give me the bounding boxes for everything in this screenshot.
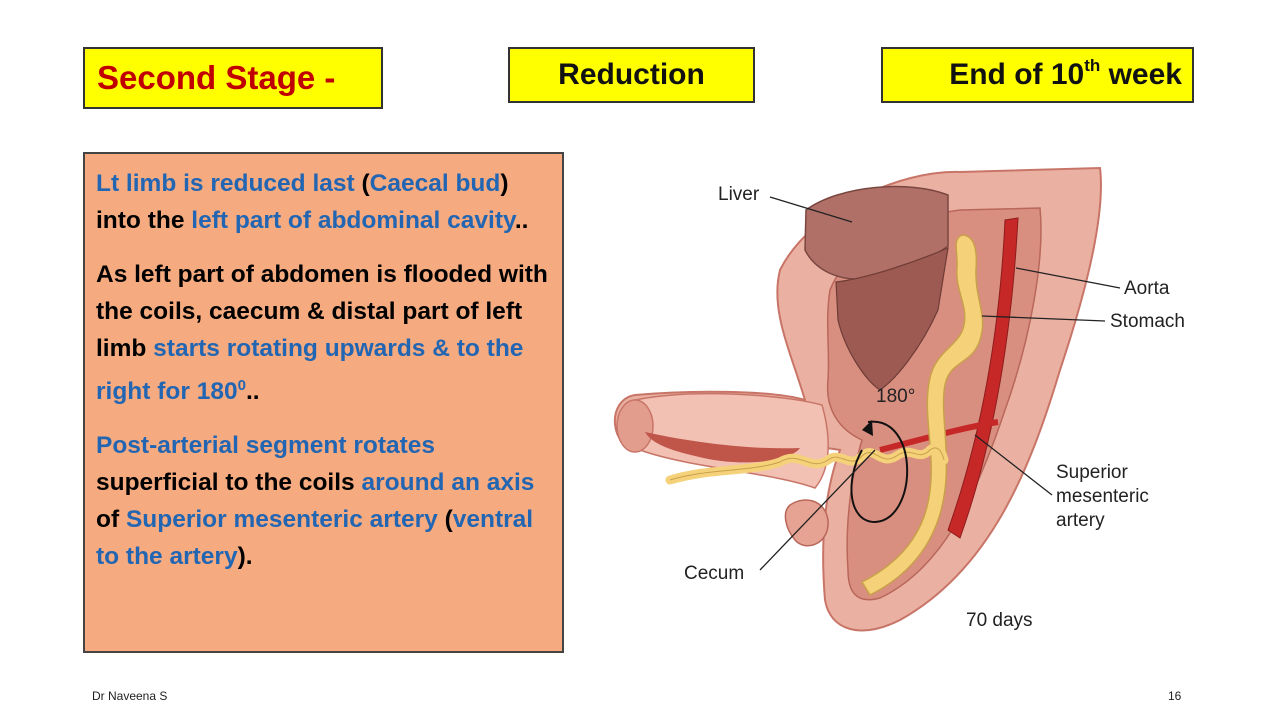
text-segment: ( [355, 170, 370, 197]
text-segment: Lt limb is reduced last [96, 170, 355, 197]
timing-heading: End of 10th week [881, 47, 1194, 103]
text-segment: of [96, 506, 126, 533]
text-segment: left part of abdominal cavity [191, 207, 515, 234]
text-segment: Superior mesenteric artery [126, 506, 438, 533]
timing-heading-text: End of 10th week [949, 58, 1182, 92]
label-aorta: Aorta [1124, 278, 1170, 299]
paragraph-rotation: As left part of abdomen is flooded with … [96, 256, 552, 410]
label-stomach: Stomach [1110, 311, 1185, 332]
label-sma-line1: Superior [1056, 462, 1128, 483]
timing-superscript: th [1084, 56, 1100, 75]
text-segment: around an axis [361, 469, 534, 496]
label-liver: Liver [718, 184, 760, 205]
phase-heading-text: Reduction [558, 58, 705, 92]
footer-page-number: 16 [1168, 689, 1181, 703]
stage-heading: Second Stage - [83, 47, 383, 109]
text-segment: ( [438, 506, 453, 533]
text-segment: 0 [238, 377, 246, 394]
timing-main: End of 10 [949, 58, 1084, 91]
text-segment: Caecal bud [370, 170, 501, 197]
footer-author: Dr Naveena S [92, 689, 167, 703]
explanation-panel: Lt limb is reduced last (Caecal bud) int… [83, 152, 564, 653]
midgut-rotation-diagram: Liver Aorta Stomach Superior mesenteric … [600, 150, 1220, 650]
text-segment: superficial to the coils [96, 469, 361, 496]
label-age: 70 days [966, 610, 1033, 631]
paragraph-post-arterial: Post-arterial segment rotates superficia… [96, 427, 552, 575]
label-angle: 180° [876, 386, 915, 407]
text-segment: ). [238, 543, 253, 570]
sac-opening [617, 400, 653, 452]
text-segment: Post-arterial segment rotates [96, 432, 435, 459]
label-sma-line3: artery [1056, 510, 1105, 531]
timing-suffix: week [1100, 58, 1182, 91]
paragraph-reduction: Lt limb is reduced last (Caecal bud) int… [96, 165, 552, 239]
text-segment: .. [515, 207, 529, 234]
text-segment: .. [246, 378, 260, 405]
label-cecum: Cecum [684, 563, 744, 584]
phase-heading: Reduction [508, 47, 755, 103]
label-sma-line2: mesenteric [1056, 486, 1149, 507]
cecum [785, 500, 828, 546]
text-segment: starts rotating upwards & to the right f… [96, 335, 523, 405]
stage-heading-text: Second Stage - [97, 59, 335, 97]
